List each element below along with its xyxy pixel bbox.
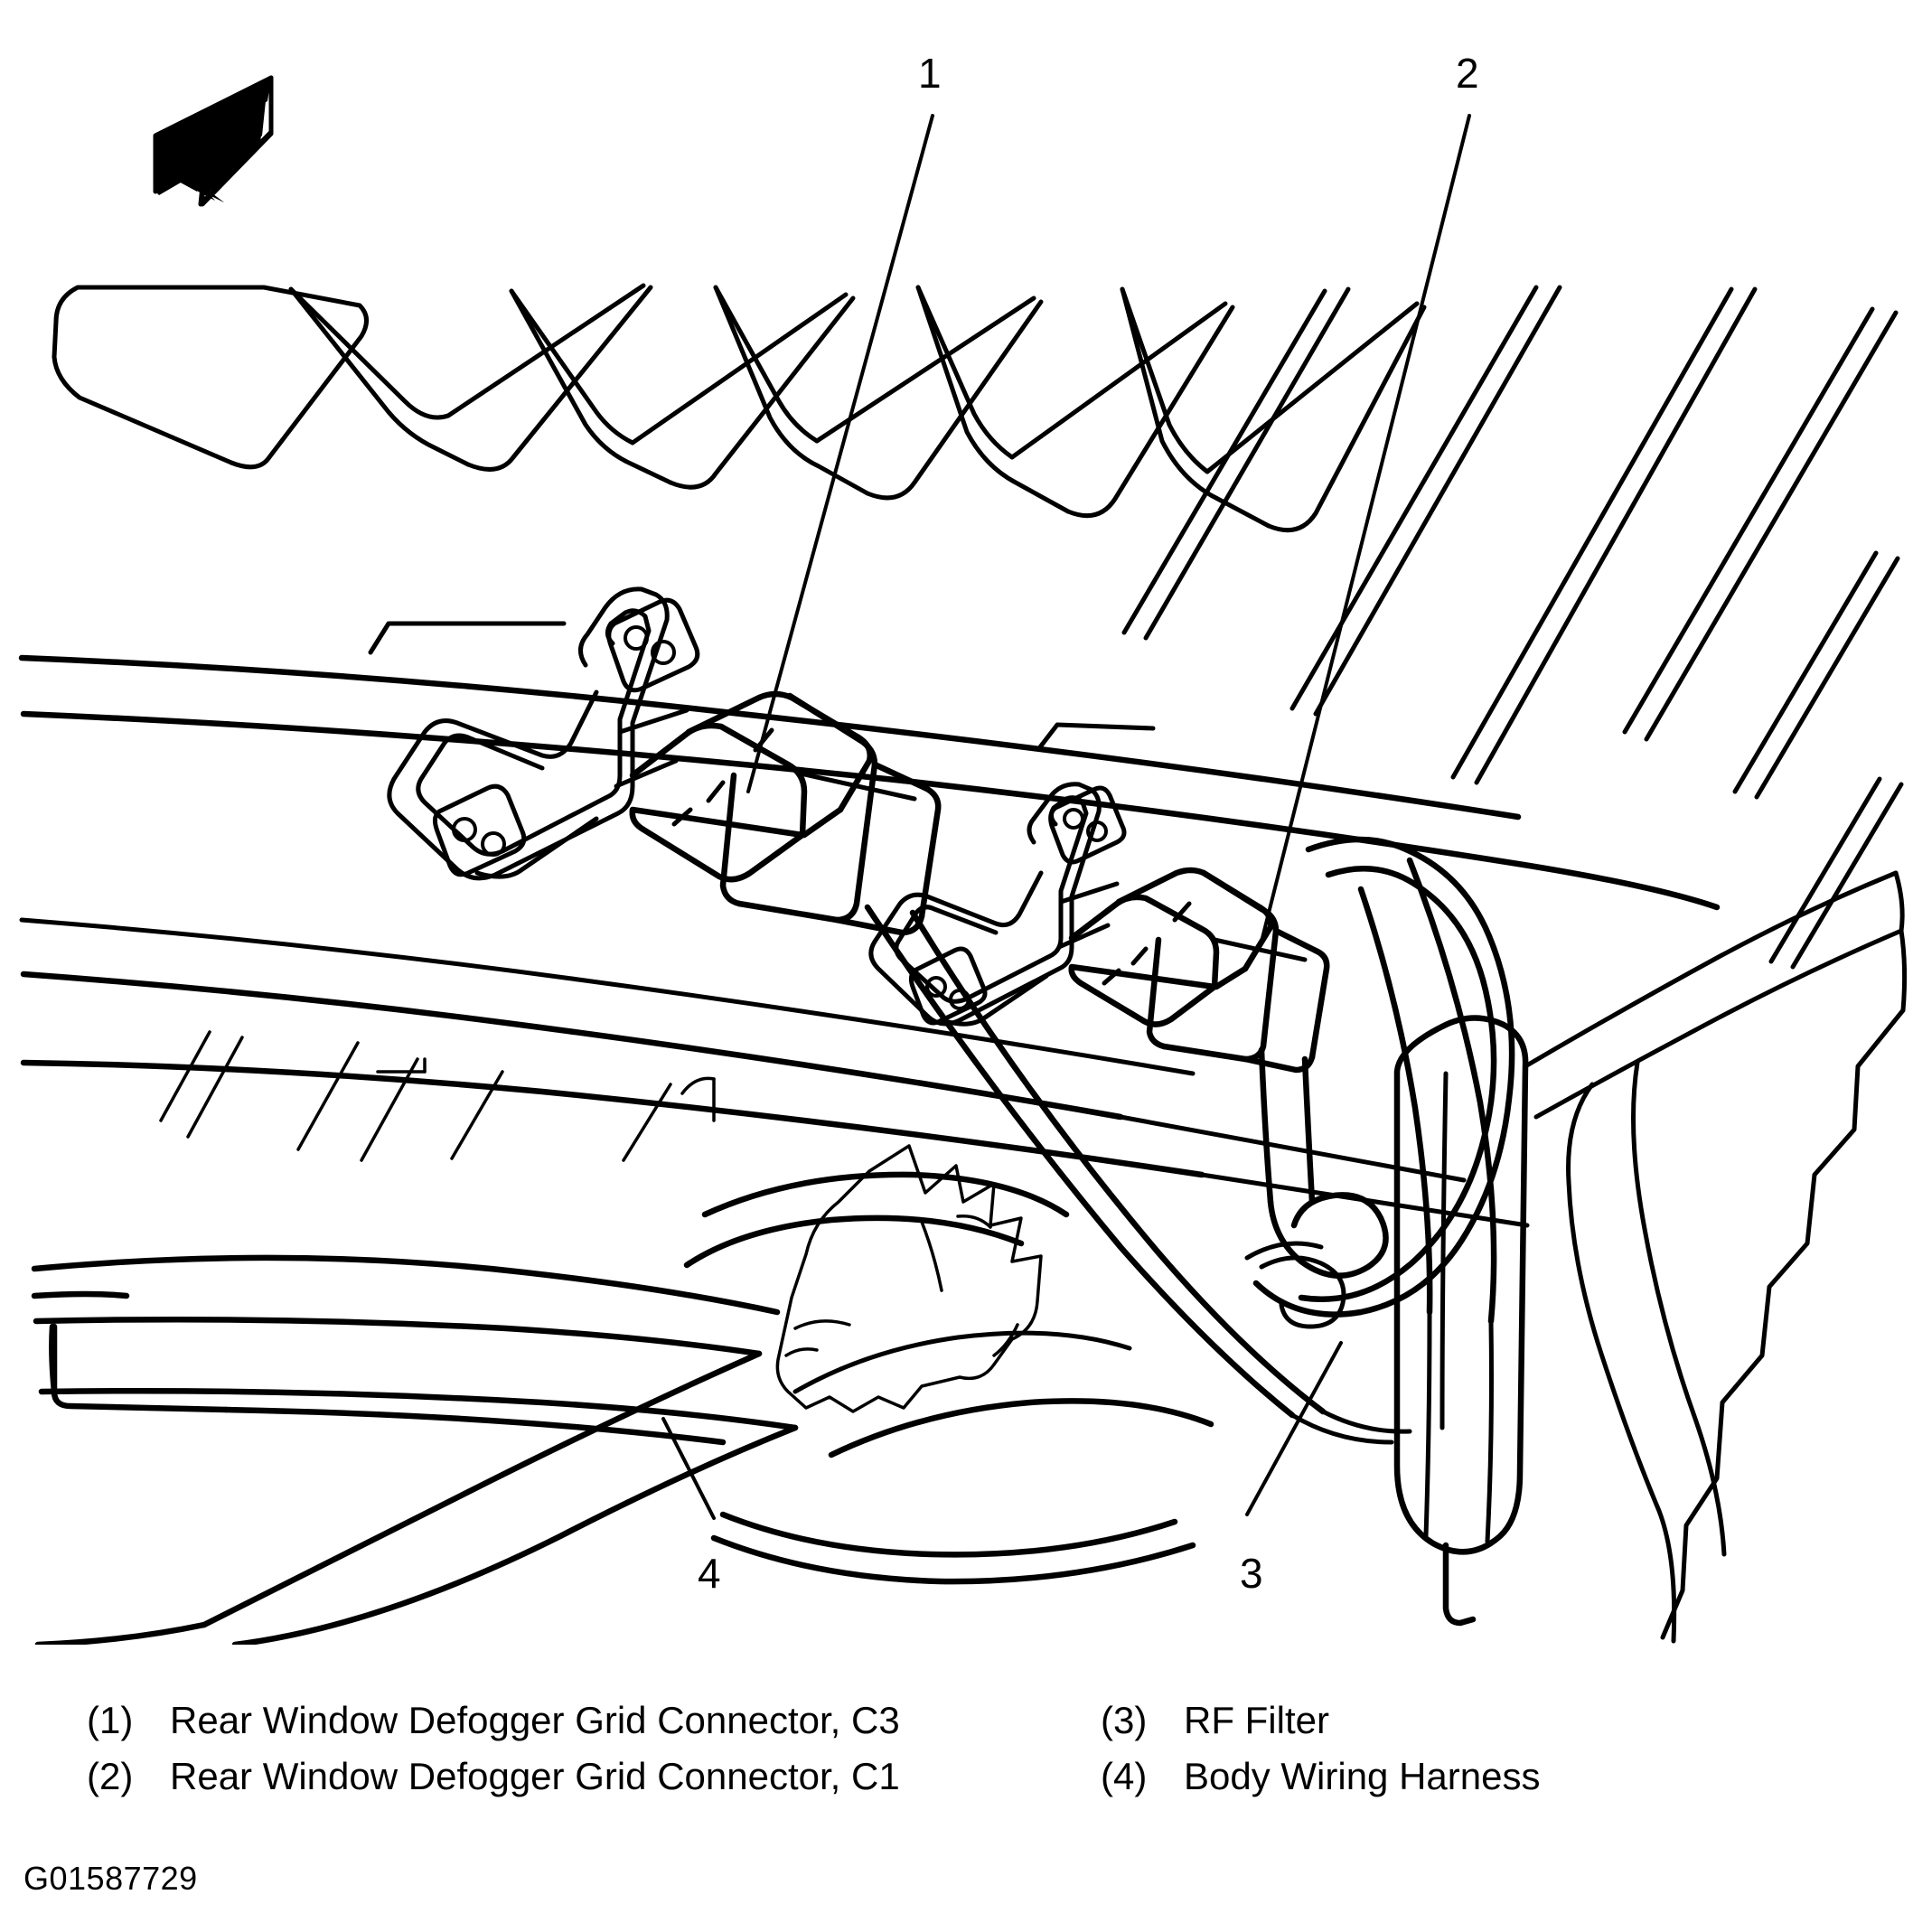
legend-text-3: RF Filter [1184, 1699, 1329, 1741]
view-direction-arrow-icon [153, 75, 274, 207]
legend-key-4: (4) [1101, 1755, 1148, 1797]
defogger-connector-diagram [18, 75, 1908, 1645]
defogger-grid-lines-right [1121, 285, 1904, 970]
legend-text-4: Body Wiring Harness [1184, 1755, 1541, 1797]
body-pillar-trim [1523, 870, 1908, 1644]
legend-item-4: (4) Body Wiring Harness [1101, 1755, 1540, 1811]
legend-key-3: (3) [1101, 1699, 1148, 1741]
rf-filter-assembly [1244, 836, 1529, 1627]
legend-item-3: (3) RF Filter [1101, 1699, 1540, 1755]
figure-legend: (1) Rear Window Defogger Grid Connector,… [0, 1699, 1913, 1852]
callout-label-2: 2 [1456, 50, 1479, 97]
body-panel-contours [18, 621, 1721, 1228]
callout-leader-lines [661, 114, 1471, 1520]
leader-line-1 [746, 114, 934, 793]
legend-column-left: (1) Rear Window Defogger Grid Connector,… [87, 1699, 900, 1811]
callout-label-1: 1 [918, 50, 942, 97]
leader-line-3 [1245, 1341, 1343, 1516]
legend-item-1: (1) Rear Window Defogger Grid Connector,… [87, 1699, 900, 1755]
leader-line-4 [661, 1417, 716, 1520]
figure-id-code: G01587729 [23, 1860, 198, 1897]
callout-label-4: 4 [698, 1550, 721, 1597]
legend-item-2: (2) Rear Window Defogger Grid Connector,… [87, 1755, 900, 1811]
connector-c1-assembly [868, 782, 1330, 1074]
panel-hatch-marks [159, 1030, 716, 1162]
connector-c3-wires [864, 904, 1412, 1445]
legend-text-1: Rear Window Defogger Grid Connector, C3 [170, 1699, 900, 1741]
legend-key-1: (1) [87, 1699, 134, 1741]
legend-text-2: Rear Window Defogger Grid Connector, C1 [170, 1755, 900, 1797]
defogger-grid-elements-left [52, 283, 1427, 533]
callout-label-3: 3 [1240, 1550, 1263, 1597]
leader-line-2 [1260, 114, 1471, 943]
connector-c3-assembly [387, 586, 942, 936]
legend-key-2: (2) [87, 1755, 134, 1797]
body-wiring-harness [31, 1144, 1214, 1645]
legend-column-right: (3) RF Filter (4) Body Wiring Harness [1101, 1699, 1540, 1811]
